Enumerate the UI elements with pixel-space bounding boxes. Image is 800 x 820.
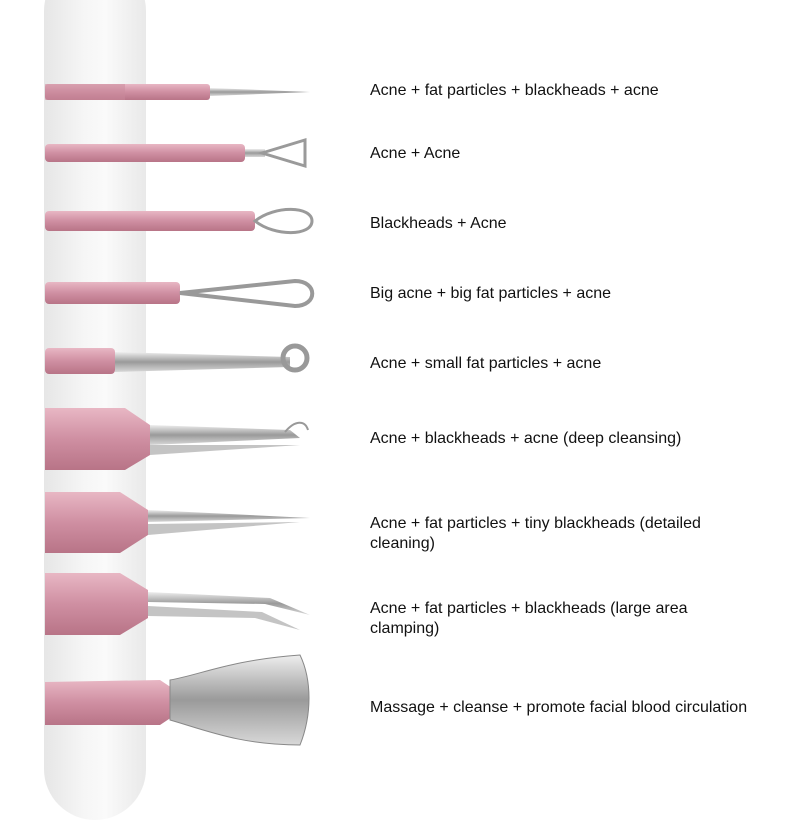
tool-description: Big acne + big fat particles + acne: [370, 285, 612, 302]
ring-loop-tool: [45, 343, 310, 374]
tools-illustration: [45, 84, 315, 746]
tool-description: Acne + fat particles + blackheads (large…: [370, 600, 688, 637]
spatula-tool: [45, 654, 310, 746]
tool-description: Blackheads + Acne: [370, 215, 507, 232]
curved-tweezers-tool: [45, 573, 310, 635]
pointed-tweezers-tool: [45, 492, 310, 553]
small-loop-tool: [45, 207, 314, 235]
tool-description: Acne + blackheads + acne (deep cleansing…: [370, 430, 682, 447]
large-loop-tool: [45, 278, 315, 309]
tool-description: Acne + fat particles + tiny blackheads (…: [370, 515, 701, 552]
hooked-tweezers-tool: [45, 408, 309, 470]
needle-tool: [45, 84, 310, 100]
tool-description: Acne + fat particles + blackheads + acne: [370, 82, 659, 99]
triangle-loop-tool: [45, 137, 307, 169]
tool-description: Acne + Acne: [370, 145, 461, 162]
tool-description: Massage + cleanse + promote facial blood…: [370, 699, 748, 716]
tool-description: Acne + small fat particles + acne: [370, 355, 602, 372]
